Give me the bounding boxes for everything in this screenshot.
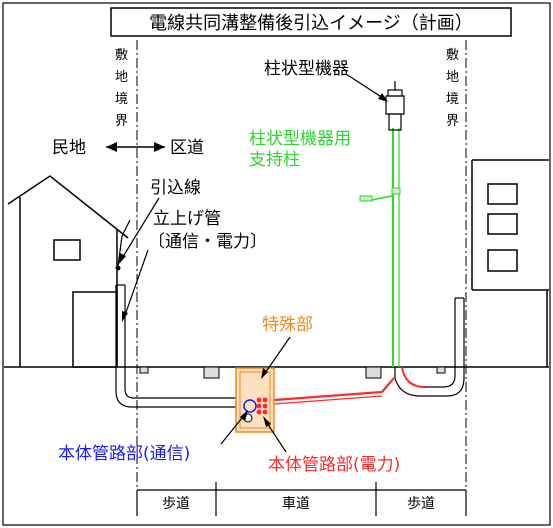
label-sidewalk-right: 歩道 [407, 496, 435, 512]
label-pole-device: 柱状型機器 [264, 59, 349, 79]
right-house [471, 159, 549, 367]
riser-leader [123, 249, 149, 319]
special-arrow-icon [261, 368, 268, 379]
service-line [117, 219, 131, 267]
power-duct-inner [273, 395, 383, 405]
curb-box-2 [365, 366, 446, 379]
power-duct [273, 390, 383, 402]
pole-device-arrow-icon [378, 93, 388, 102]
right-house-window-2 [487, 213, 518, 235]
boundary-char: 界 [446, 114, 459, 129]
label-sidewalk-left: 歩道 [162, 496, 190, 512]
pole-device-leader [345, 73, 387, 101]
boundary-char: 地 [115, 70, 128, 85]
boundary-char: 境 [115, 92, 128, 107]
boundary-label-left: 敷 地 境 界 [115, 48, 128, 129]
riser-arrow-icon [122, 311, 128, 322]
pole-device [385, 81, 405, 131]
title-box [110, 7, 512, 37]
special-box [235, 367, 275, 433]
label-kudo: 区道 [170, 138, 204, 158]
arrow-right-icon [154, 142, 165, 152]
label-support-2: 支持柱 [249, 150, 300, 170]
curb-box-1 [139, 366, 220, 379]
label-comm-body: 本体管路部(通信) [58, 444, 190, 464]
special-box-inner [239, 371, 271, 429]
comm-arrow-icon [240, 410, 248, 421]
left-house-door [72, 291, 118, 368]
service-line-arrow-icon [119, 253, 126, 264]
boundary-char: 界 [115, 114, 128, 129]
power-arrow-icon [263, 416, 271, 427]
support-pole [359, 128, 401, 367]
boundary-label-right: 敷 地 境 界 [446, 48, 459, 129]
right-riser-power-curve [401, 366, 426, 388]
label-riser-2: 〔通信・電力〕 [148, 232, 267, 252]
label-special: 特殊部 [262, 315, 313, 335]
comm-pipe-icon [243, 399, 257, 413]
service-line-leader [120, 197, 160, 261]
power-duct-bend [381, 377, 395, 393]
label-roadway: 車道 [282, 495, 310, 512]
left-riser-pipe [115, 284, 236, 408]
label-support-1: 柱状型機器用 [249, 129, 351, 149]
boundary-char: 地 [446, 70, 459, 85]
right-riser-pipe [394, 297, 465, 397]
boundary-char: 敷 [115, 48, 128, 63]
diagram-title: 電線共同溝整備後引込イメージ（計画） [149, 13, 473, 34]
boundary-char: 境 [446, 92, 459, 107]
right-house-window-1 [487, 183, 518, 205]
left-house [7, 175, 129, 368]
dimension-strip [136, 482, 467, 516]
right-house-window-3 [487, 249, 518, 272]
service-line-node [115, 265, 121, 271]
label-service-line: 引込線 [150, 178, 201, 198]
left-house-window-upper [53, 239, 81, 261]
left-house-roof [7, 175, 129, 239]
power-pipes-icon [256, 397, 268, 415]
label-riser-1: 立上げ管 [153, 209, 221, 229]
arrow-left-icon [106, 142, 117, 152]
label-minchi: 民地 [52, 138, 86, 158]
boundary-char: 敷 [446, 48, 459, 63]
label-power-body: 本体管路部(電力) [268, 455, 400, 475]
special-leader [262, 336, 291, 377]
